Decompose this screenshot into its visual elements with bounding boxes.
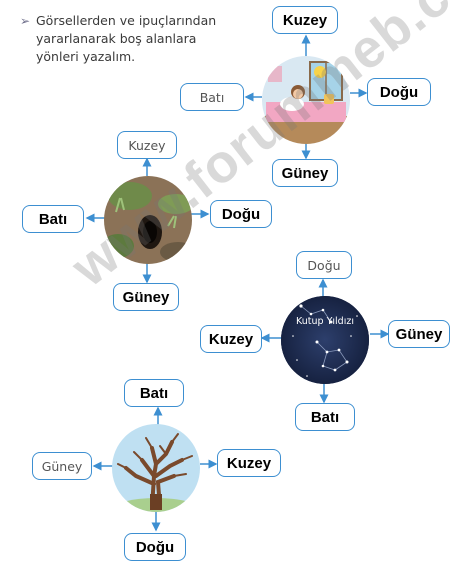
polaris-bottom-box[interactable]: Batı bbox=[295, 403, 355, 431]
tree-right-box[interactable]: Kuzey bbox=[217, 449, 281, 477]
burrow-top-box[interactable]: Kuzey bbox=[117, 131, 177, 159]
sleep-bottom-box[interactable]: Güney bbox=[272, 159, 338, 187]
burrow-left-box[interactable]: Batı bbox=[22, 205, 84, 233]
polaris-label: Kutup Yıldızı bbox=[296, 316, 354, 327]
tree-bottom-box[interactable]: Doğu bbox=[124, 533, 186, 561]
sleep-scene-image bbox=[262, 56, 350, 144]
polaris-left-box[interactable]: Kuzey bbox=[200, 325, 262, 353]
burrow-image bbox=[104, 176, 192, 264]
bullet-arrow-icon: ➢ bbox=[20, 14, 31, 28]
sleep-top-box[interactable]: Kuzey bbox=[272, 6, 338, 34]
burrow-right-box[interactable]: Doğu bbox=[210, 200, 272, 228]
polaris-right-box[interactable]: Güney bbox=[388, 320, 450, 348]
sleep-left-box[interactable]: Batı bbox=[180, 83, 244, 111]
polaris-image: Kutup Yıldızı bbox=[281, 296, 369, 384]
instruction-text: ➢ Görsellerden ve ipuçlarından yararlana… bbox=[20, 12, 236, 66]
tree-image bbox=[112, 424, 200, 512]
sleep-right-box[interactable]: Doğu bbox=[367, 78, 431, 106]
polaris-top-box[interactable]: Doğu bbox=[296, 251, 352, 279]
tree-left-box[interactable]: Güney bbox=[32, 452, 92, 480]
burrow-bottom-box[interactable]: Güney bbox=[113, 283, 179, 311]
tree-top-box[interactable]: Batı bbox=[124, 379, 184, 407]
instruction-label: Görsellerden ve ipuçlarından yararlanara… bbox=[36, 13, 217, 64]
